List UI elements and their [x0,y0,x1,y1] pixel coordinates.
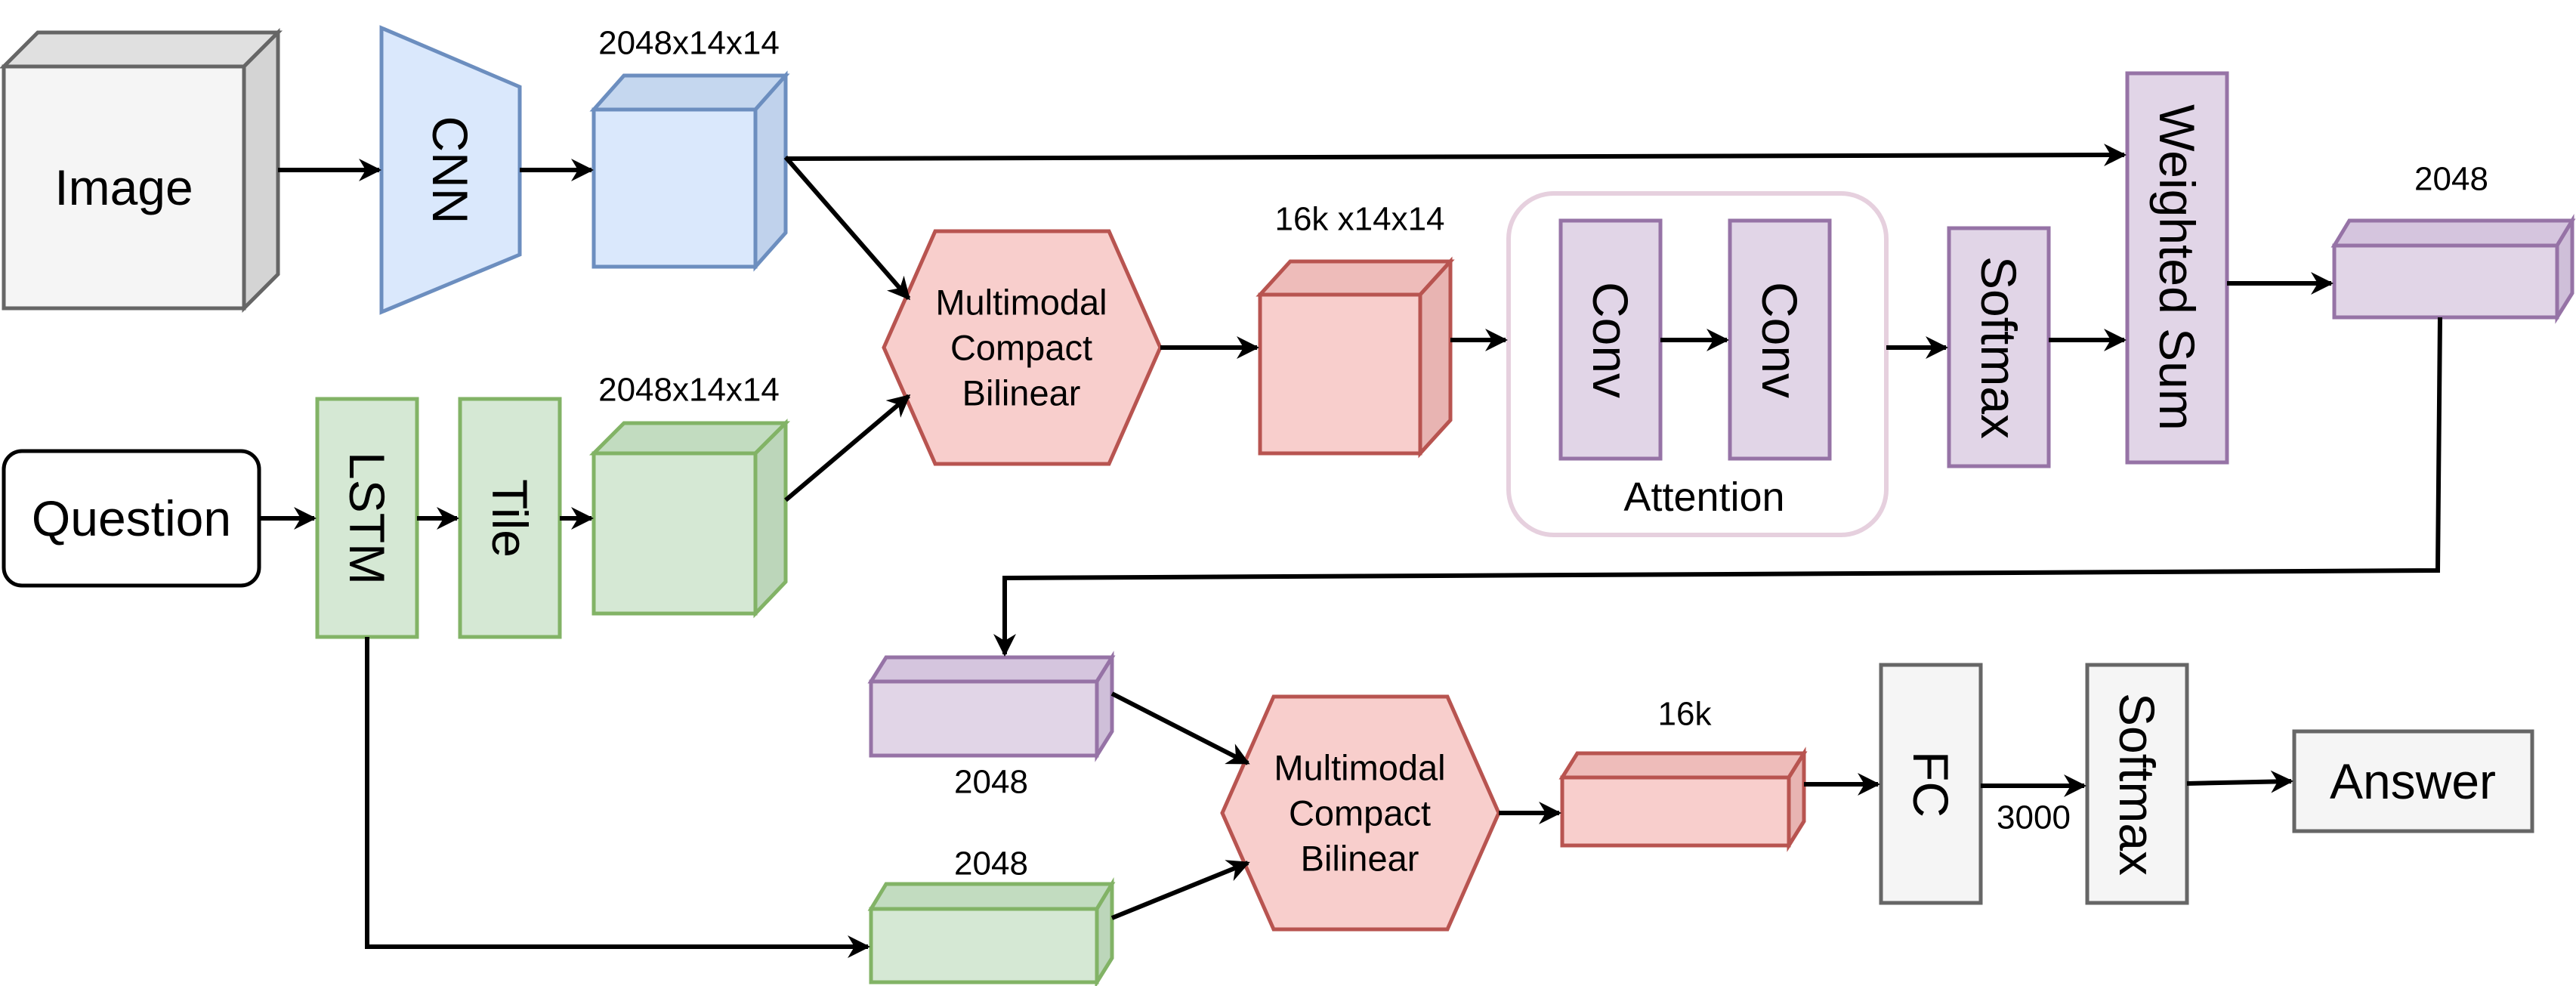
arrow-lstmvec-mcb2 [1110,860,1250,920]
fc-label: FC [1903,751,1959,818]
image-input-node: Image [0,27,283,314]
answer-output-node: Answer [2292,729,2534,833]
mcb2-label-line3: Bilinear [1301,839,1419,879]
weighted-sum-node: Weighted Sum [2125,71,2229,465]
tile-label: Tile [482,479,538,558]
mcb2-output-vector [1558,746,1808,852]
tile-out-dim-label: 2048x14x14 [598,372,780,409]
arrow-visualvec-mcb2 [1110,691,1250,765]
cnn-label: CNN [422,116,478,224]
mcb1-label-line3: Bilinear [962,373,1081,413]
image-label: Image [54,159,193,215]
fc-node: FC [1879,663,1983,905]
arrow-cube-mcb1 [783,156,911,301]
attention-label: Attention [1623,474,1784,520]
attended-visual-vector [2330,214,2576,324]
softmax1-label: Softmax [1971,256,2027,439]
conv1-label: Conv [1583,282,1639,398]
mcb1-label-line2: Compact [950,328,1092,368]
conv-block-2 [1728,218,1832,461]
attention-group: Conv Conv Attention [1506,191,1889,537]
mcb-node-2: Multimodal Compact Bilinear [1220,694,1501,932]
connectors [259,144,2442,958]
arrow-vector-loop [993,317,2442,657]
mcb1-label-line1: Multimodal [935,283,1107,323]
wsum-out-dim-label: 2048 [2414,161,2488,198]
mcb2-label-line1: Multimodal [1274,748,1445,788]
answer-label: Answer [2330,753,2496,809]
mcb2-label-line2: Compact [1289,793,1431,833]
fc-out-dim-label: 3000 [1997,799,2071,836]
weighted-sum-label: Weighted Sum [2149,104,2205,431]
question-label: Question [32,490,231,546]
visual-vector-2048 [867,651,1116,762]
conv-block-1 [1558,218,1663,461]
lstm-node: LSTM [315,397,419,639]
mcb1-out-dim-label: 16k x14x14 [1274,201,1444,238]
tile-node: Tile [458,397,562,639]
arrow-lstm-vector [365,637,870,958]
mcb2-out-dim-label: 16k [1658,696,1713,733]
arrow-softmax-answer [2186,770,2293,793]
softmax-node-2: Softmax [2085,663,2189,905]
visual-vec-dim-label: 2048 [954,764,1028,801]
softmax-node-1: Softmax [1947,226,2051,468]
question-vector-2048 [867,877,1116,986]
question-input-node: Question [2,449,261,588]
softmax2-label: Softmax [2109,693,2165,876]
arrow-cube-weightedsum [785,144,2127,167]
arrow-tilecube-mcb1 [784,394,911,502]
lstm-label: LSTM [339,452,395,585]
mcb-node-1: Multimodal Compact Bilinear [882,229,1163,466]
cnn-feature-cube [589,70,790,272]
cnn-node: CNN [379,25,522,315]
lstm-vec-dim-label: 2048 [954,845,1028,882]
tiled-question-cube [588,418,791,619]
mcb1-output-cube [1256,256,1455,459]
cnn-out-dim-label: 2048x14x14 [598,25,780,62]
conv2-label: Conv [1752,282,1808,398]
